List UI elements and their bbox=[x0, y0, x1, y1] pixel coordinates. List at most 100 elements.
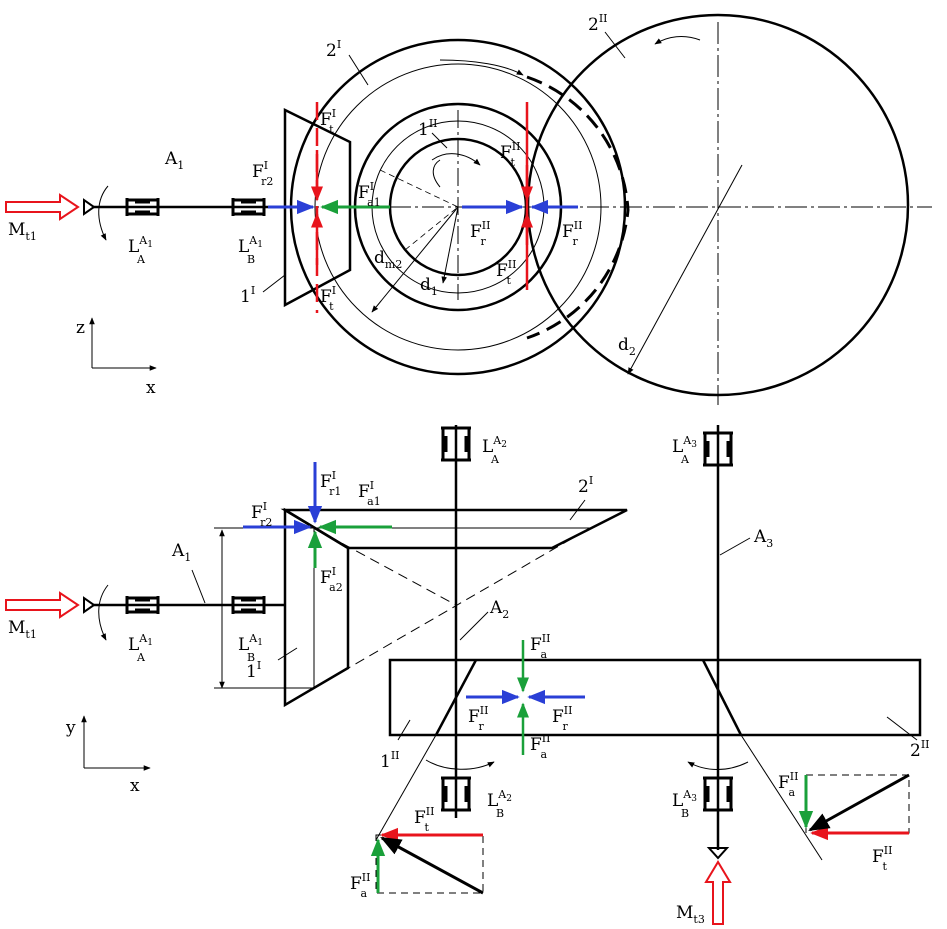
dimension-d2-line bbox=[627, 164, 743, 375]
leader-2II bbox=[886, 716, 918, 741]
bearing-b-symbol bbox=[231, 198, 266, 216]
leader-a3 bbox=[719, 537, 751, 556]
gear-1I-bevel-outline bbox=[283, 107, 352, 308]
rotation-arrow-a2 bbox=[425, 759, 495, 770]
label-top-gear-2I: 2I bbox=[326, 38, 341, 61]
gear-2II-helix-ext bbox=[740, 734, 823, 861]
label-top-gear-1II: 1II bbox=[418, 117, 438, 140]
label-bottom-gear-2I: 2I bbox=[578, 474, 593, 497]
label-bottom-axis-x: x bbox=[130, 776, 140, 796]
label-top-moment-in: Mt1 bbox=[8, 220, 37, 243]
bearing-a1-b-symbol bbox=[231, 596, 266, 614]
bearing-a2-a-symbol bbox=[441, 426, 471, 462]
label-top-gear-2II: 2II bbox=[588, 12, 608, 35]
label-top-gear-1I: 1I bbox=[240, 284, 255, 307]
leader-1I bbox=[277, 647, 298, 661]
gear-2I-side-outline bbox=[280, 508, 628, 550]
gear-2II-tooth-line bbox=[701, 659, 743, 736]
bearing-a2-b-symbol bbox=[441, 776, 471, 812]
gear-1II-leader bbox=[431, 132, 448, 149]
label-top-dm2: dm2 bbox=[374, 248, 402, 271]
force-triangle-right-resultant bbox=[808, 773, 910, 832]
shaft-a1-bottom-end-triangle bbox=[83, 596, 96, 614]
gear-1II-tooth-line bbox=[434, 659, 478, 736]
rotation-arrow-2II bbox=[654, 36, 701, 45]
cone-dashed-1 bbox=[313, 527, 457, 606]
gear-2II-leader bbox=[604, 31, 626, 59]
label-top-shaft-a1: A1 bbox=[164, 149, 184, 172]
label-bottom-shaft-a1: A1 bbox=[171, 541, 191, 564]
helical-gear-pair-outline bbox=[388, 658, 922, 737]
rotation-arrow-a3 bbox=[687, 761, 749, 770]
bottom-view bbox=[5, 425, 922, 925]
label-top-d1: d1 bbox=[420, 275, 438, 298]
input-moment-arrow-bottom bbox=[5, 591, 80, 619]
rotation-arrow-1II-inner bbox=[432, 159, 441, 188]
gear-1II-helix-ext bbox=[375, 734, 437, 841]
label-bottom-gear-2II: 2II bbox=[910, 738, 930, 761]
dimension-dm2-line bbox=[371, 206, 459, 313]
dash-diag-2 bbox=[404, 206, 459, 251]
rotation-arrow-2I bbox=[439, 59, 524, 76]
bearing-a3-b-symbol bbox=[703, 776, 733, 812]
label-top-d2: d2 bbox=[618, 335, 636, 358]
label-bottom-moment-out: Mt3 bbox=[676, 903, 705, 926]
label-bottom-shaft-a2: A2 bbox=[489, 598, 509, 621]
bearing-a-symbol bbox=[125, 198, 160, 216]
top-view bbox=[5, 13, 932, 405]
leader-1II bbox=[397, 719, 411, 741]
shaft-a1-end-triangle bbox=[83, 198, 96, 216]
label-top-axis-z: z bbox=[76, 318, 85, 338]
label-bottom-gear-1II: 1II bbox=[380, 749, 400, 772]
bearing-a1-a-symbol bbox=[125, 596, 160, 614]
rotation-arrow-1II bbox=[431, 153, 481, 166]
dash-diag-1 bbox=[379, 169, 459, 208]
gear-2I-leader bbox=[348, 54, 369, 86]
rotation-arrow-a1-bottom bbox=[98, 584, 109, 641]
label-bottom-axis-y: y bbox=[65, 718, 76, 738]
label-bottom-moment-in: Mt1 bbox=[8, 618, 37, 641]
output-moment-arrow bbox=[704, 860, 732, 925]
force-triangle-left-resultant bbox=[380, 836, 484, 895]
rotation-arrow-a1 bbox=[98, 185, 109, 241]
leader-2I bbox=[569, 499, 586, 521]
label-bottom-shaft-a3: A3 bbox=[753, 527, 773, 550]
bearing-a3-a-symbol bbox=[703, 431, 733, 467]
gear-2I-mean-circle bbox=[314, 63, 602, 351]
shaft-a3-end-triangle bbox=[706, 847, 730, 860]
gear-1I-leader bbox=[262, 274, 286, 293]
cone-dashed-2 bbox=[313, 527, 591, 689]
gear-2I-dashed-arc bbox=[526, 75, 630, 340]
